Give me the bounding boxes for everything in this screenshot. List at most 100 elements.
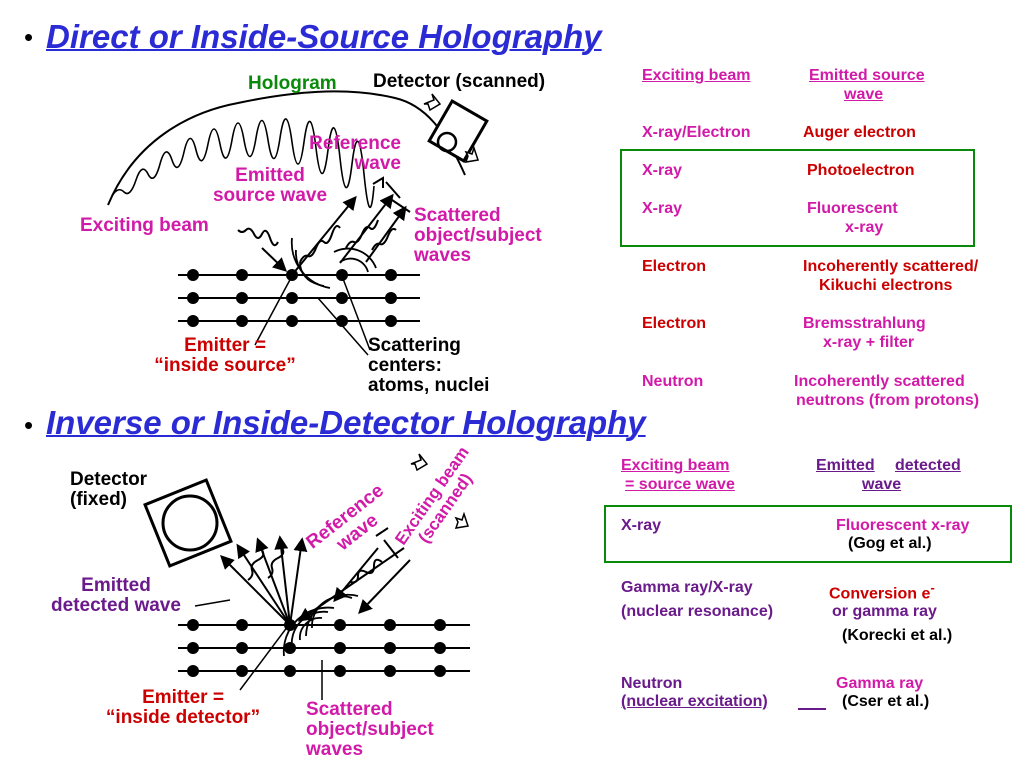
atom-dot (236, 292, 248, 304)
table-bottom-row3-ref: (Cser et al.) (842, 693, 930, 710)
label-line: (fixed) (70, 489, 127, 510)
atom-dot (236, 619, 248, 631)
detector-scanned-icon (423, 93, 489, 163)
label-line: centers: (368, 355, 442, 376)
table-top-row4-out: Incoherently scattered/ (803, 258, 979, 275)
table-bottom-row1-ref: (Gog et al.) (848, 535, 932, 552)
label-detector-scanned: Detector (scanned) (373, 71, 546, 92)
atom-dot (334, 619, 346, 631)
label-line: “inside source” (154, 355, 296, 376)
table-top-header-wave: wave (844, 86, 884, 103)
table-bottom-row3-beam2: (nuclear excitation) (621, 693, 768, 710)
label-line: Scattered (306, 699, 393, 720)
highlight-box-bottom (604, 505, 1012, 563)
rays-top (237, 176, 411, 276)
table-top-row5-beam: Electron (642, 315, 707, 332)
rays-bottom (220, 527, 411, 626)
atom-dot (336, 292, 348, 304)
atom-dot (384, 619, 396, 631)
emitted-wavefronts-top (290, 237, 377, 289)
atom-dot (236, 269, 248, 281)
table-bottom-row2-out2: or gamma ray (832, 603, 937, 620)
label-scattering-centers: Scattering centers: atoms, nuclei (368, 336, 489, 396)
table-top-row1-beam: X-ray/Electron (642, 124, 751, 141)
atom-dot (187, 619, 199, 631)
bullet-top: • (24, 22, 34, 52)
label-line: Emitter = (142, 687, 224, 708)
label-line: Detector (70, 469, 148, 490)
table-bottom-row2-ref: (Korecki et al.) (842, 627, 953, 644)
label-emitted-detected-wave: Emitted detected wave (38, 576, 194, 616)
table-bottom-row2-out-text: Conversion e (829, 585, 931, 603)
atom-dot (434, 642, 446, 654)
table-top-row3-out2: x-ray (845, 219, 884, 236)
table-top-row6-out2: neutrons (from protons) (796, 392, 980, 409)
atom-dot (187, 315, 199, 327)
atom-dot (187, 642, 199, 654)
table-top-row4-out2: Kikuchi electrons (819, 277, 953, 294)
table-top-row5-out: Bremsstrahlung (803, 315, 926, 332)
table-bottom-row1-out: Fluorescent x-ray (836, 517, 970, 534)
bullet-bottom: • (24, 410, 34, 440)
table-bottom-header-source: = source wave (625, 476, 735, 493)
title-direct-holography: Direct or Inside-Source Holography (46, 18, 602, 55)
label-line: Emitted (81, 575, 151, 596)
label-line: object/subject (306, 719, 434, 740)
table-top-row3-out: Fluorescent (807, 200, 898, 217)
label-emitter-inside-source: Emitter = “inside source” (142, 336, 308, 376)
atom-dot (334, 642, 346, 654)
atom-dot (434, 619, 446, 631)
hologram-film-wavy (111, 118, 375, 209)
table-bottom-header-wave: wave (862, 476, 902, 493)
label-line: atoms, nuclei (368, 375, 490, 396)
table-top-row6-out: Incoherently scattered (794, 373, 965, 390)
atom-dot (187, 292, 199, 304)
table-bottom-row2-beam2: (nuclear resonance) (621, 603, 774, 620)
hologram-film (107, 90, 466, 206)
label-line: waves (306, 739, 364, 760)
label-line: wave (354, 153, 401, 174)
table-bottom-header-detected: detected (895, 457, 961, 474)
atom-dot (384, 642, 396, 654)
atom-dot (236, 642, 248, 654)
atom-dot (384, 665, 396, 677)
table-top-row4-beam: Electron (642, 258, 707, 275)
table-top-row1-out: Auger electron (803, 124, 916, 141)
label-line: Reference (309, 133, 401, 154)
atom-lattice-bottom (178, 624, 470, 672)
label-detector-fixed: Detector (fixed) (70, 470, 147, 510)
table-bottom-row2-beam: Gamma ray/X-ray (621, 579, 753, 596)
label-line: “inside detector” (105, 707, 261, 728)
label-emitter-inside-detector: Emitter = “inside detector” (92, 688, 274, 728)
atom-lattice-top (178, 274, 420, 322)
label-line: Emitted (235, 165, 305, 186)
atom-dot (334, 665, 346, 677)
highlight-box-top (620, 149, 975, 247)
atom-dot (284, 665, 296, 677)
label-scattered-waves-top: Scattered object/subject waves (414, 206, 542, 266)
table-bottom-header-beam: Exciting beam (621, 457, 730, 474)
table-bottom-row1-beam: X-ray (621, 517, 662, 534)
pointer-lines-bottom (194, 599, 323, 700)
table-top-row2-beam: X-ray (642, 162, 683, 179)
atom-dot (236, 665, 248, 677)
atom-dot (187, 269, 199, 281)
label-line: Scattering (368, 335, 461, 356)
atom-dot (284, 642, 296, 654)
atom-dot (385, 292, 397, 304)
label-hologram: Hologram (248, 73, 337, 94)
label-scattered-waves-bottom: Scattered object/subject waves (306, 700, 434, 760)
atom-dot (385, 269, 397, 281)
table-top-row6-beam: Neutron (642, 373, 704, 390)
label-line: object/subject (414, 225, 542, 246)
table-bottom-row3-out: Gamma ray (836, 675, 924, 692)
table-top-row2-out: Photoelectron (807, 162, 915, 179)
title-inverse-holography: Inverse or Inside-Detector Holography (46, 404, 646, 441)
label-reference-wave: Reference wave (293, 134, 401, 174)
table-bottom-row3-underline (798, 692, 826, 710)
table-top-row5-out2: x-ray + filter (823, 334, 915, 351)
label-emitted-source-wave: Emitted source wave (200, 166, 340, 206)
scan-arrow-up-icon (410, 453, 429, 472)
table-bottom-header-emitted: Emitted (816, 457, 875, 474)
atom-dot (286, 292, 298, 304)
